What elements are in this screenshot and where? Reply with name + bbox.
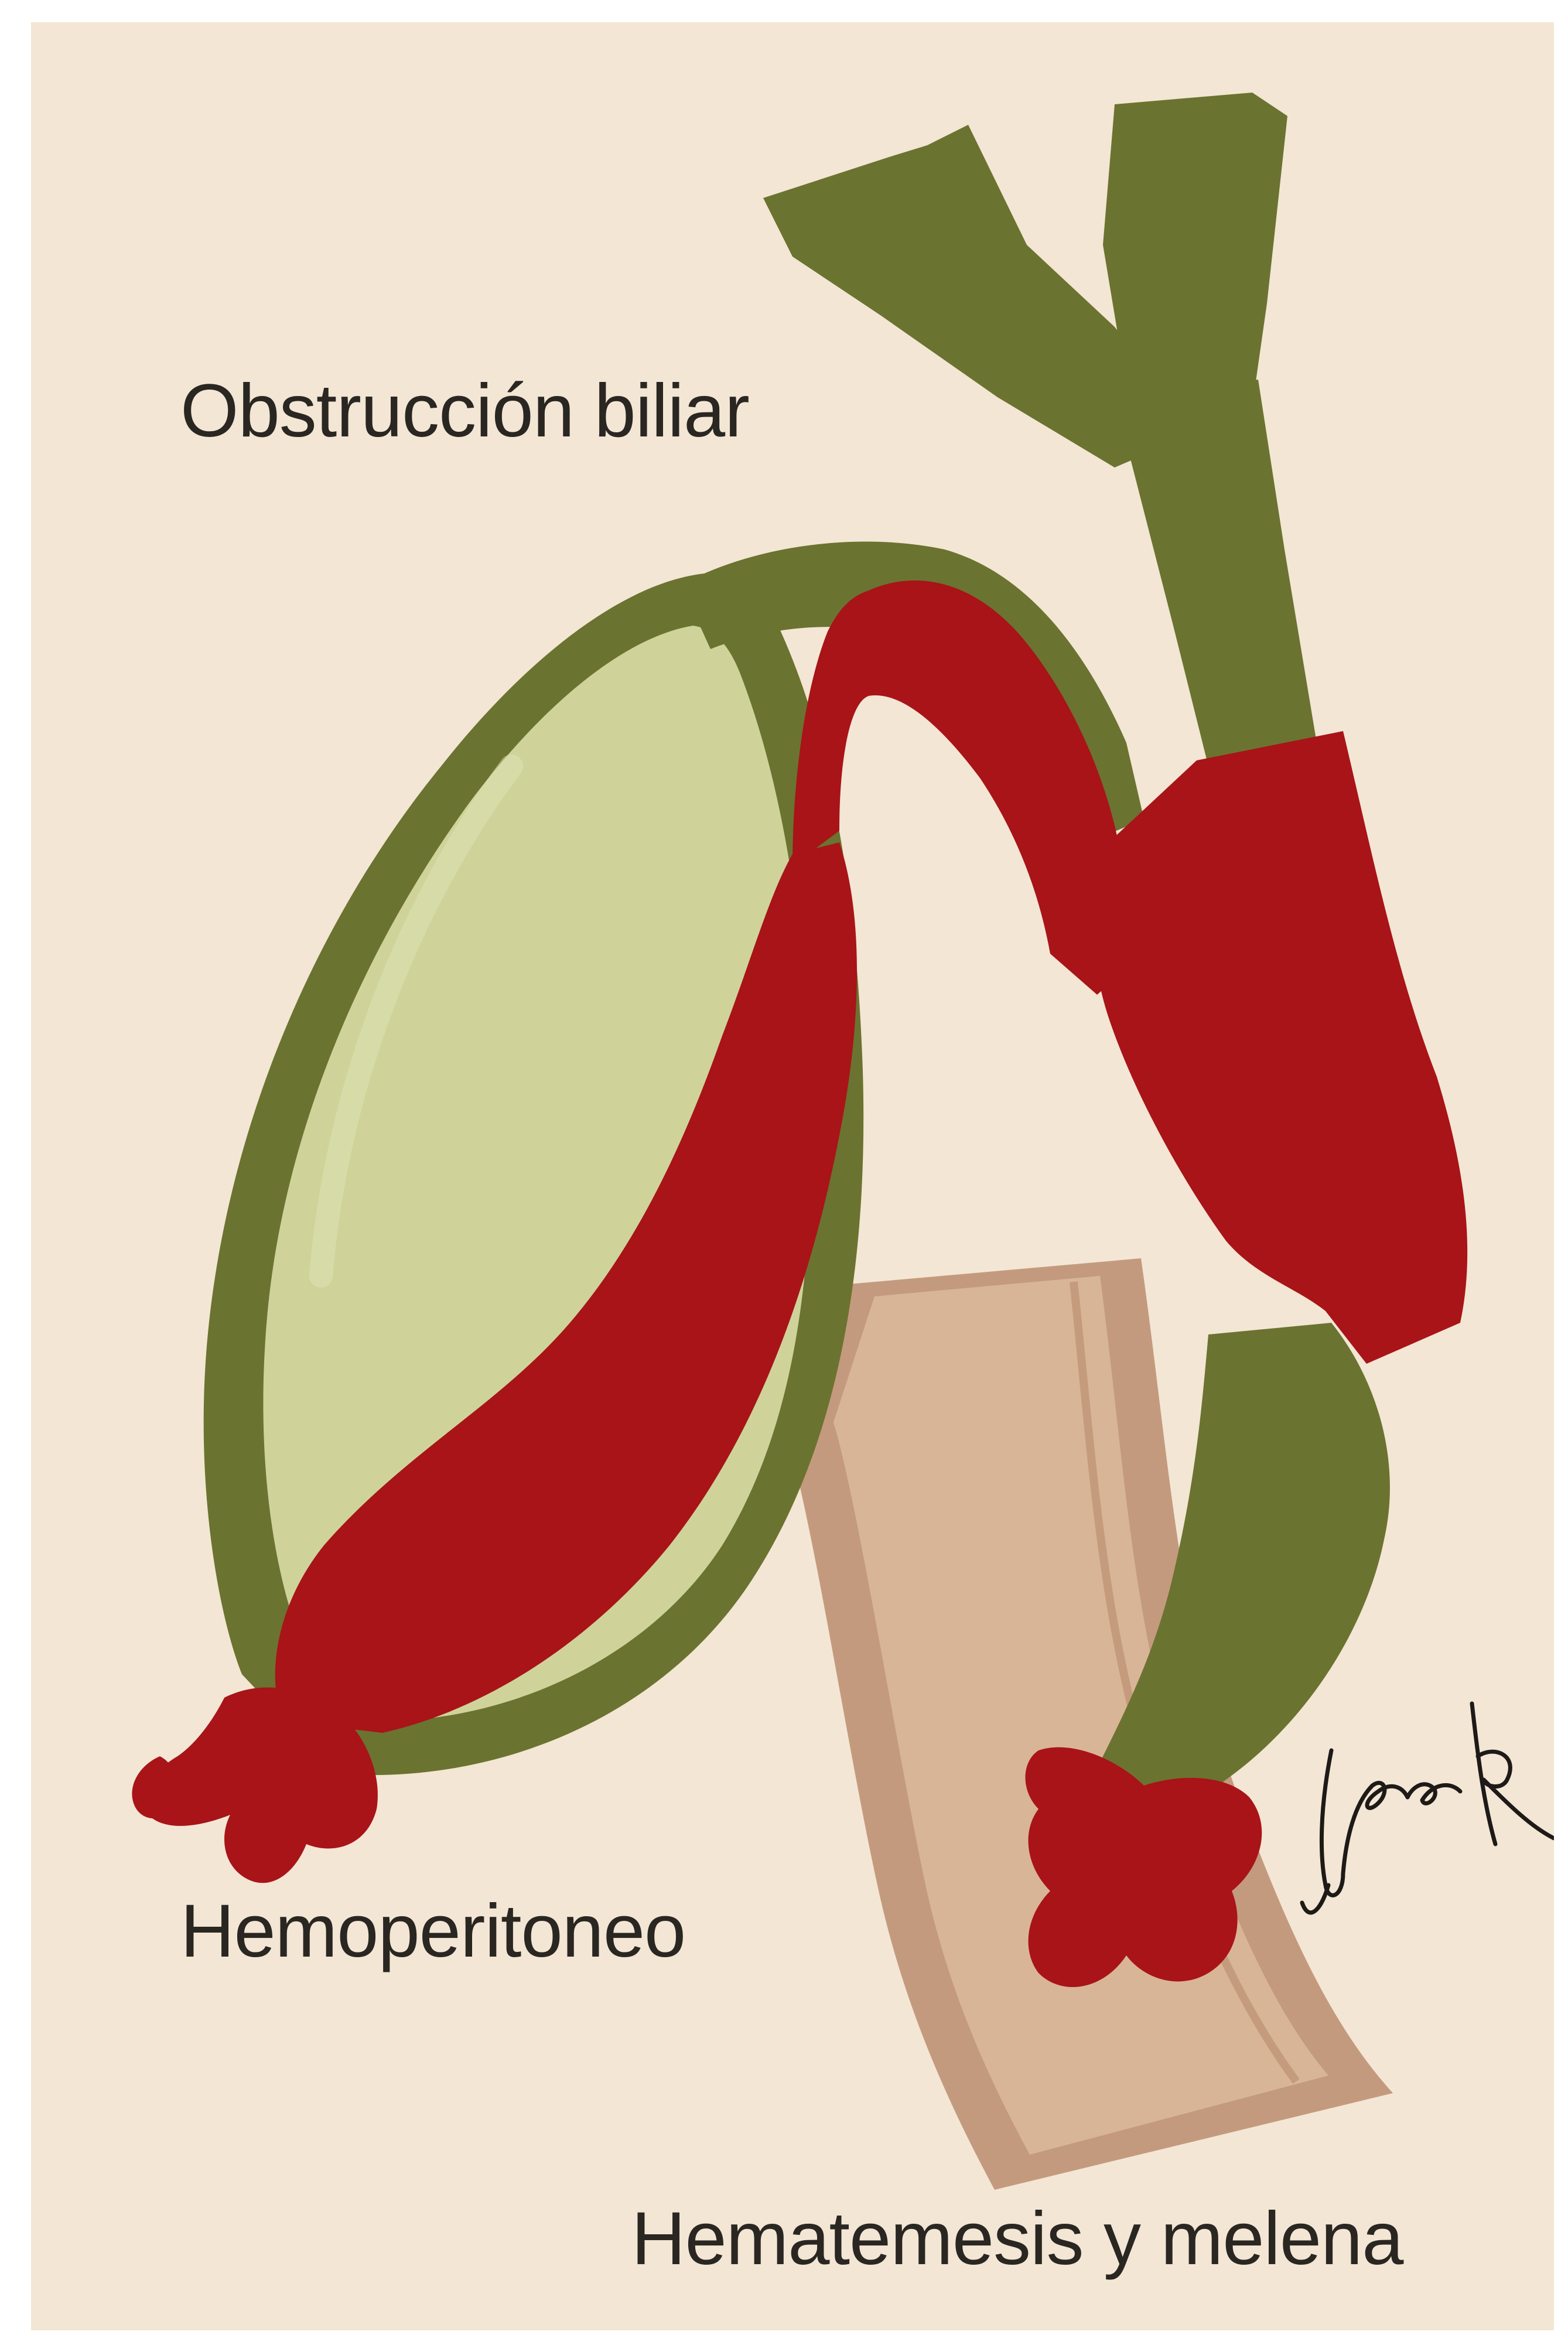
label-hemoperitoneum: Hemoperitoneo <box>180 1894 685 1969</box>
common-hepatic-duct <box>1115 380 1320 790</box>
anatomy-drawing <box>31 22 1554 2330</box>
blood-spill-peritoneum <box>144 1688 378 1883</box>
illustration-canvas: Obstrucción biliar Hemoperitoneo Hematem… <box>31 22 1554 2330</box>
label-hematemesis-melena: Hematemesis y melena <box>631 2201 1403 2276</box>
artist-signature <box>1302 1704 1554 1913</box>
blood-in-common-duct <box>1094 731 1468 1364</box>
label-biliary-obstruction: Obstrucción biliar <box>180 374 749 449</box>
